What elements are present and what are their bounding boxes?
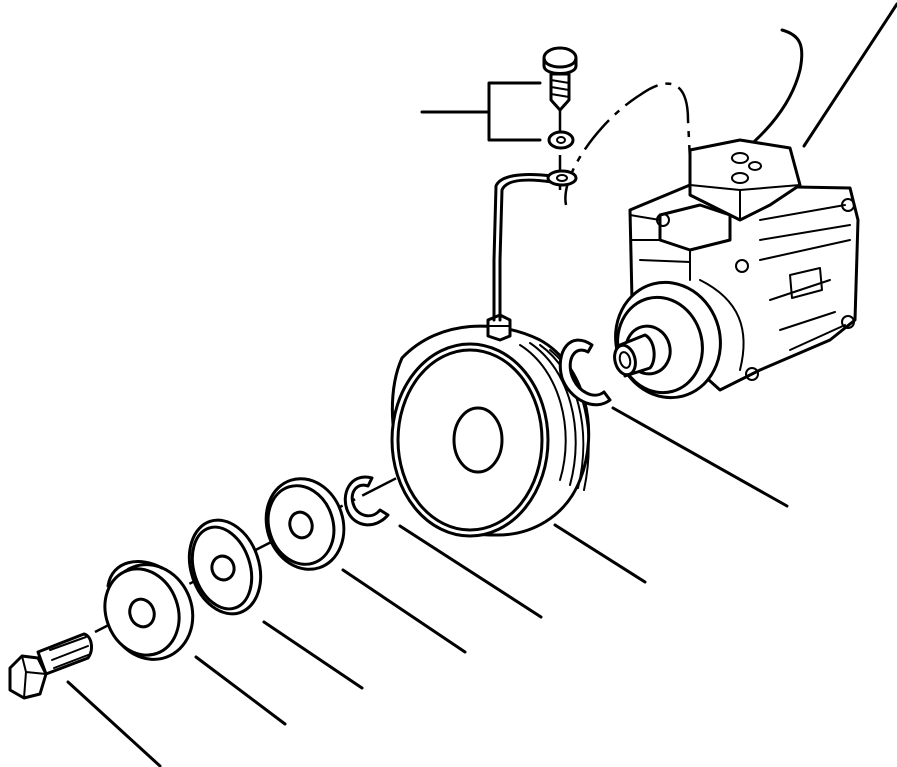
flange-bolt: [8, 632, 93, 700]
ground-wire-terminal: [492, 169, 578, 322]
shim-washer-2: [264, 477, 346, 571]
leader-bracket: [487, 81, 542, 142]
snap-ring-front: [343, 475, 390, 527]
ground-screw: [542, 46, 578, 112]
snap-ring-rear: [558, 338, 612, 407]
leader-snap-ring-front: [398, 524, 543, 619]
leader-thick-washer: [194, 655, 287, 726]
leader-compressor: [802, 2, 897, 148]
compressor: [613, 138, 860, 400]
leader-clutch-pulley: [553, 523, 647, 584]
ground-lock-washer: [547, 130, 575, 150]
shim-washer-1: [187, 518, 263, 616]
leader-flange-bolt: [66, 680, 162, 767]
thick-washer: [103, 560, 195, 661]
leader-shim-washer-1: [262, 620, 364, 690]
leader-lines: [66, 2, 897, 767]
leader-snap-ring-rear: [611, 406, 789, 508]
axis-ground-path: [564, 82, 692, 206]
leader-shim-washer-2: [341, 568, 467, 654]
clutch-pulley: [390, 313, 591, 538]
